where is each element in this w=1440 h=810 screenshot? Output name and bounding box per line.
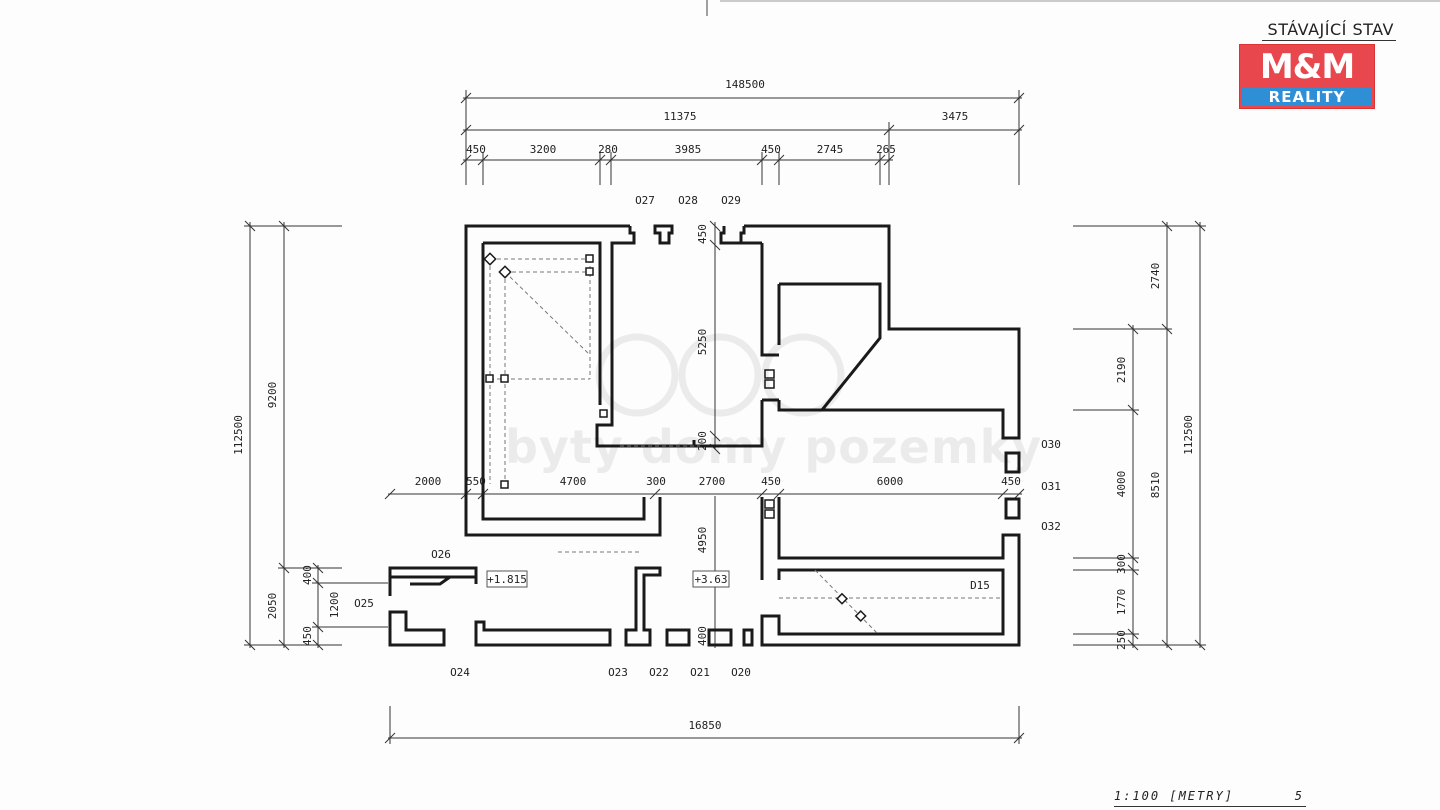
dim-mid-4: 300 xyxy=(646,475,666,488)
bottom-dimension xyxy=(384,706,1025,744)
dim-right-3: 4000 xyxy=(1115,471,1128,498)
opening-o29: O29 xyxy=(721,194,741,207)
page-title: STÁVAJÍCÍ STAV xyxy=(1267,20,1394,39)
logo-subtitle: REALITY xyxy=(1242,88,1372,106)
dim-mid-8: 450 xyxy=(1001,475,1021,488)
column-markers xyxy=(483,252,867,623)
opening-o30: O30 xyxy=(1041,438,1061,451)
dim-top-1: 450 xyxy=(466,143,486,156)
walls xyxy=(388,224,1021,647)
watermark-logo xyxy=(595,333,845,417)
logo-mark: M&M xyxy=(1259,47,1355,87)
dim-mid-6: 450 xyxy=(761,475,781,488)
dim-left-small-2: 1200 xyxy=(328,592,341,619)
dim-mid-3: 4700 xyxy=(560,475,587,488)
level-label-2: +3.63 xyxy=(694,573,727,586)
dim-left-total: 112500 xyxy=(232,415,245,455)
dim-right-2: 2190 xyxy=(1115,357,1128,384)
dim-top-total: 148500 xyxy=(725,78,765,91)
dim-top-left: 11375 xyxy=(663,110,696,123)
top-dimensions xyxy=(460,90,1025,185)
dim-left-upper: 9200 xyxy=(266,382,279,409)
dim-top-6: 2745 xyxy=(817,143,844,156)
title-underline xyxy=(1262,40,1396,41)
dim-top-5: 450 xyxy=(761,143,781,156)
dim-top-right: 3475 xyxy=(942,110,969,123)
dim-right-6: 250 xyxy=(1115,630,1128,650)
dim-mid-5: 2700 xyxy=(699,475,726,488)
dim-right-1: 2740 xyxy=(1149,263,1162,290)
dim-inner-5: 400 xyxy=(696,626,709,646)
dim-right-total: 112500 xyxy=(1182,415,1195,455)
right-dimensions xyxy=(1073,220,1206,651)
dim-top-4: 3985 xyxy=(675,143,702,156)
dim-left-lower: 2050 xyxy=(266,593,279,620)
opening-o28: O28 xyxy=(678,194,698,207)
opening-o20: O20 xyxy=(731,666,751,679)
dim-left-small-1: 400 xyxy=(301,565,314,585)
dim-inner-1: 450 xyxy=(696,224,709,244)
scale-label: 1:100 [METRY] xyxy=(1114,789,1234,803)
mid-dimension xyxy=(384,488,1025,500)
dim-inner-2: 5250 xyxy=(696,329,709,356)
opening-o24: O24 xyxy=(450,666,470,679)
dim-top-7: 265 xyxy=(876,143,896,156)
dim-top-2: 3200 xyxy=(530,143,557,156)
opening-o22: O22 xyxy=(649,666,669,679)
dim-left-small-3: 450 xyxy=(301,626,314,646)
opening-o25: O25 xyxy=(354,597,374,610)
opening-o21: O21 xyxy=(690,666,710,679)
watermark-text: byty domy pozemky xyxy=(505,420,1043,474)
page-number: 5 xyxy=(1294,789,1302,803)
dim-inner-4: 4950 xyxy=(696,527,709,554)
opening-o31: O31 xyxy=(1041,480,1061,493)
dim-mid-2: 550 xyxy=(466,475,486,488)
mm-reality-logo: M&M REALITY xyxy=(1239,44,1375,109)
opening-o32: O32 xyxy=(1041,520,1061,533)
door-d15: D15 xyxy=(970,579,990,592)
dim-right-4: 300 xyxy=(1115,554,1128,574)
dim-top-3: 280 xyxy=(598,143,618,156)
dim-mid-7: 6000 xyxy=(877,475,904,488)
level-label-1: +1.815 xyxy=(487,573,527,586)
opening-o23: O23 xyxy=(608,666,628,679)
left-dimensions xyxy=(244,220,388,651)
dim-bottom-total: 16850 xyxy=(688,719,721,732)
opening-o26: O26 xyxy=(431,548,451,561)
dim-right-5: 1770 xyxy=(1115,589,1128,616)
opening-o27: O27 xyxy=(635,194,655,207)
dim-right-mid: 8510 xyxy=(1149,472,1162,499)
level-boxes xyxy=(486,570,730,588)
dim-mid-1: 2000 xyxy=(415,475,442,488)
footer-scale-bar: 1:100 [METRY] 5 xyxy=(1114,788,1306,807)
